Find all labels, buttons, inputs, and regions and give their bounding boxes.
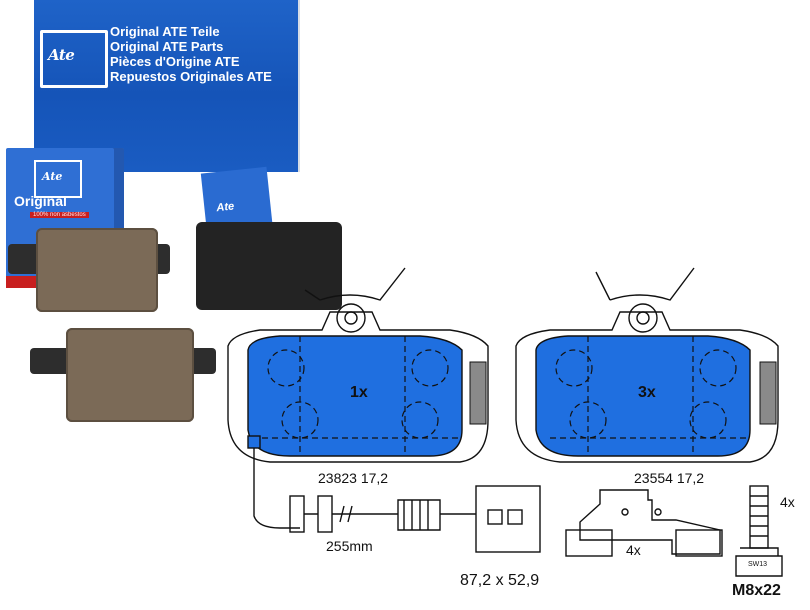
left-clip-ring — [336, 303, 366, 333]
box-line-3: Pièces d'Origine ATE — [110, 54, 240, 69]
left-pad-outline — [227, 311, 489, 463]
right-clip — [595, 267, 695, 301]
bolt-head-label: SW13 — [748, 561, 768, 568]
pad-photo-2 — [66, 328, 194, 422]
sensor-cable — [253, 442, 300, 529]
right-pad-quantity: 3x — [638, 384, 656, 401]
package-title: Original — [14, 193, 67, 209]
dimensions-label: 87,2 x 52,9 — [460, 572, 540, 589]
box-line-4: Repuestos Originales ATE — [110, 69, 272, 84]
sensor-connector — [475, 485, 541, 553]
sensor-length-label: 255mm — [326, 538, 373, 554]
package-subtitle: 100% non asbestos — [30, 212, 89, 218]
shim-quantity-label: 4x — [626, 542, 641, 558]
card-fr-text: Fr — [176, 242, 187, 254]
left-pad-quantity: 1x — [350, 384, 368, 401]
left-side-shim — [469, 361, 487, 425]
right-side-shim — [759, 361, 777, 425]
bolt-spec-label: M8x22 — [732, 582, 781, 599]
box-line-2: Original ATE Parts — [110, 39, 224, 54]
clip-drawing — [579, 489, 721, 555]
left-pad-code: 23823 17,2 — [318, 470, 389, 486]
ate-logo-icon — [40, 30, 108, 88]
bolt-head — [735, 547, 783, 577]
pad-photo-1 — [36, 228, 158, 312]
bolt-quantity-label: 4x — [780, 494, 795, 510]
right-clip-ring — [628, 303, 658, 333]
right-friction-area — [535, 335, 751, 457]
sensor-boot — [397, 499, 441, 531]
ate-logo-text: Ate — [48, 46, 75, 64]
box-line-1: Original ATE Teile — [110, 24, 220, 39]
left-friction-area — [247, 335, 463, 457]
package-logo-icon: Ate — [34, 160, 82, 198]
box-text-lines: Original ATE Teile Original ATE Parts Pi… — [110, 24, 272, 84]
pad-photo-3 — [196, 222, 342, 310]
sensor-clip — [289, 495, 305, 533]
right-pad-code: 23554 17,2 — [634, 470, 705, 486]
package-logo-text: Ate — [42, 170, 63, 183]
left-clip — [304, 267, 406, 301]
right-pad-outline — [515, 311, 779, 463]
